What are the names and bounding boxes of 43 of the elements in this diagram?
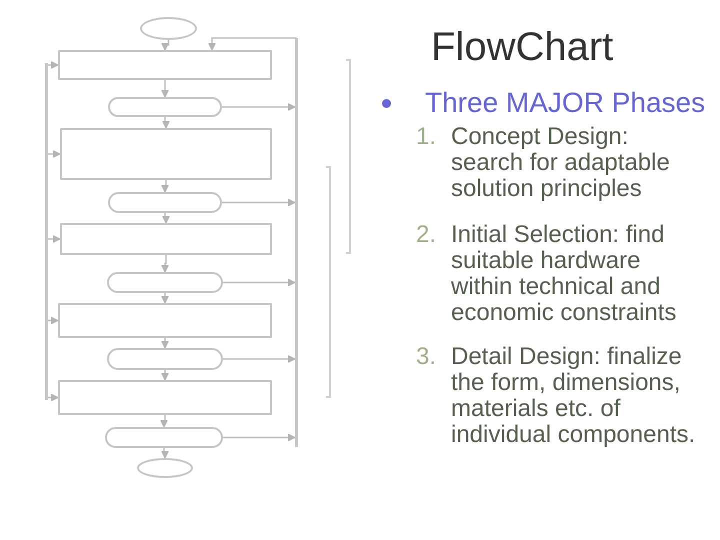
arrow: [222, 198, 296, 206]
arrow: [208, 37, 298, 50]
arrow: [223, 355, 296, 363]
arrow: [223, 278, 296, 286]
arrow: [161, 338, 169, 348]
arrow: [48, 235, 60, 243]
slide-title: FlowChart: [431, 27, 614, 67]
process-box: [58, 380, 272, 415]
arrow: [48, 394, 58, 402]
list-number: 2.: [416, 222, 438, 248]
arrow: [160, 415, 168, 428]
list-item-text: Initial Selection: find suitable hardware within technical and economic constraints: [451, 222, 678, 326]
arrow: [48, 61, 58, 69]
list-item-text: Detail Design: finalize the form, dimensions, materials etc. of individual components.: [451, 344, 696, 448]
arrow: [161, 448, 169, 458]
arrow: [48, 150, 60, 158]
rounded-step: [108, 97, 222, 117]
process-box: [58, 303, 272, 338]
feedback-line: [45, 63, 48, 400]
arrow: [222, 103, 296, 111]
list-number: 1.: [416, 124, 438, 150]
rounded-step: [108, 192, 222, 213]
arrow: [161, 293, 169, 304]
process-box: [60, 223, 272, 255]
arrow: [161, 255, 169, 272]
process-box: [58, 50, 272, 80]
list-heading: Three MAJOR Phases: [425, 89, 706, 117]
arrow: [162, 117, 170, 128]
rounded-step: [107, 348, 223, 370]
arrow: [161, 40, 170, 50]
process-box: [60, 128, 272, 180]
terminal-oval: [137, 458, 193, 478]
arrow: [162, 213, 170, 224]
feedback-line: [295, 38, 298, 447]
rounded-step: [105, 427, 223, 448]
arrow: [161, 370, 169, 380]
arrow: [223, 434, 296, 442]
list-number: 3.: [416, 344, 438, 370]
list-item-text: Concept Design: search for adaptable solution principles: [451, 124, 671, 202]
arrow: [48, 316, 58, 324]
arrow: [161, 80, 169, 98]
rounded-step: [107, 272, 223, 293]
arrow: [161, 180, 169, 192]
